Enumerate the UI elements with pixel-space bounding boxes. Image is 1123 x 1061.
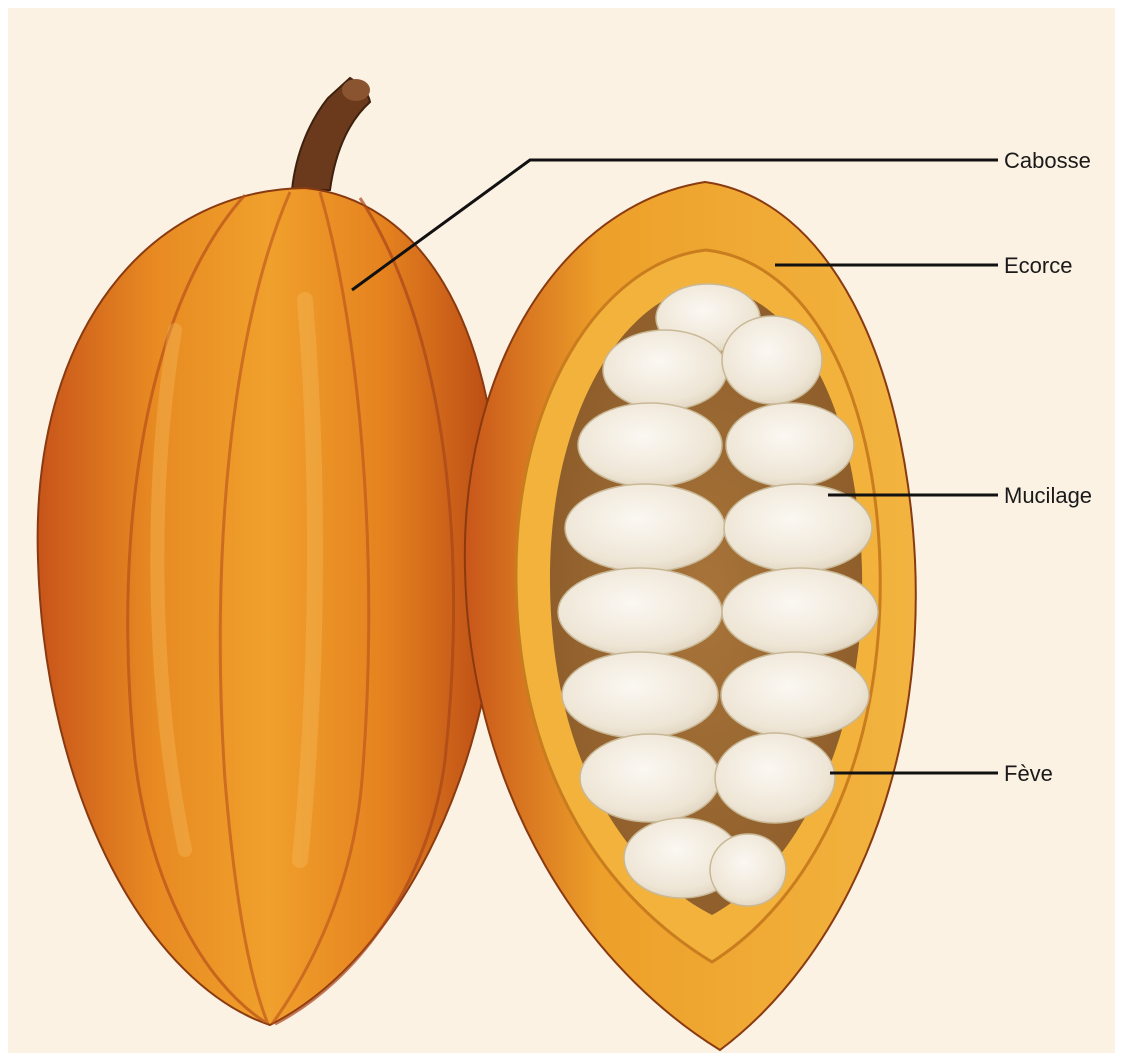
cocoa-bean: [726, 403, 854, 487]
cocoa-bean: [578, 403, 722, 487]
cocoa-bean: [580, 734, 720, 822]
cocoa-bean: [724, 484, 872, 572]
pod-stem-tip: [342, 79, 370, 101]
cocoa-bean: [721, 652, 869, 738]
cocoa-bean: [722, 316, 822, 404]
cocoa-bean: [603, 330, 727, 410]
cocoa-bean: [562, 652, 718, 738]
cocoa-bean: [558, 568, 722, 656]
label-ecorce: Ecorce: [1004, 253, 1072, 278]
cocoa-bean: [722, 568, 878, 656]
label-mucilage: Mucilage: [1004, 483, 1092, 508]
cocoa-bean: [715, 733, 835, 823]
cocoa-bean: [710, 834, 786, 906]
cocoa-bean: [565, 484, 725, 572]
label-cabosse: Cabosse: [1004, 148, 1091, 173]
label-feve: Fève: [1004, 761, 1053, 786]
